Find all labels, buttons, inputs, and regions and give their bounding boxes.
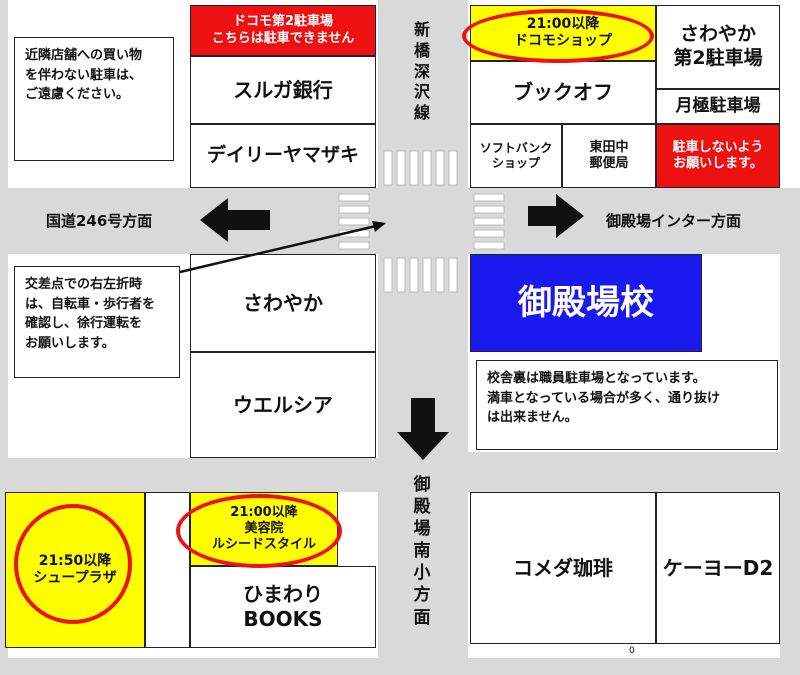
gotemba-school-block: 御殿場校 (470, 254, 702, 352)
himawari-books-block: ひまわり BOOKS (190, 566, 376, 648)
arrow-down-icon (397, 398, 449, 460)
docomo-parking-2-block: ドコモ第2駐車場 こちらは駐車できません (190, 5, 376, 56)
road-left-margin (0, 0, 8, 675)
softbank-shop-block: ソフトバンク ショップ (470, 124, 562, 188)
arrow-right-icon (528, 194, 584, 238)
suruga-bank-block: スルガ銀行 (190, 56, 376, 124)
shoe-plaza-highlight-ring (14, 504, 132, 624)
komeda-coffee-block: コメダ珈琲 (470, 492, 656, 644)
crosswalk-icon (338, 193, 370, 250)
book-off-block: ブックオフ (470, 61, 656, 124)
monthly-parking-block: 月極駐車場 (656, 89, 780, 124)
no-parking-request-block: 駐車しないよう お願いします。 (656, 124, 780, 188)
crosswalk-icon (473, 193, 505, 250)
crosswalk-icon (383, 150, 458, 186)
keiyo-d2-block: ケーヨーD2 (656, 492, 780, 644)
caution-pointer-line (179, 224, 377, 274)
caution-pointer-head (372, 221, 386, 232)
neighborhood-parking-note: 近隣店舗への買い物 を伴わない駐車は、 ご遠慮ください。 (14, 37, 174, 161)
docomo-shop-highlight-ring (462, 9, 654, 63)
daily-yamazaki-block: デイリーヤマザキ (190, 124, 376, 188)
sawayaka-block: さわやか (190, 254, 376, 352)
south-elementary-direction-label: 御殿場南小方面 (413, 475, 431, 628)
road-right-margin (780, 254, 800, 675)
route-246-direction-label: 国道246号方面 (46, 212, 153, 230)
interchange-direction-label: 御殿場インター方面 (606, 212, 742, 230)
sawayaka-parking-2-block: さわやか 第2駐車場 (656, 5, 780, 89)
staff-parking-note: 校舎裏は職員駐車場となっています。 満車となっている場合が多く、通り抜け は出来… (476, 360, 778, 450)
arrow-left-icon (200, 198, 270, 242)
crosswalk-icon (383, 257, 458, 293)
welcia-block: ウエルシア (190, 352, 376, 458)
higashida-post-office-block: 東田中 郵便局 (562, 124, 656, 188)
zero-mark: 0 (629, 646, 635, 656)
beauty-salon-highlight-ring (176, 494, 342, 568)
intersection-caution-note: 交差点での右左折時 は、自転車・歩行者を 確認し、徐行運転を お願いします。 (14, 266, 180, 378)
shinbashi-fukasawa-line-label: 新橋深沢線 (413, 20, 430, 123)
road-bottom-margin (0, 658, 800, 675)
road-vertical-main (378, 0, 468, 675)
road-school-side (468, 452, 780, 458)
